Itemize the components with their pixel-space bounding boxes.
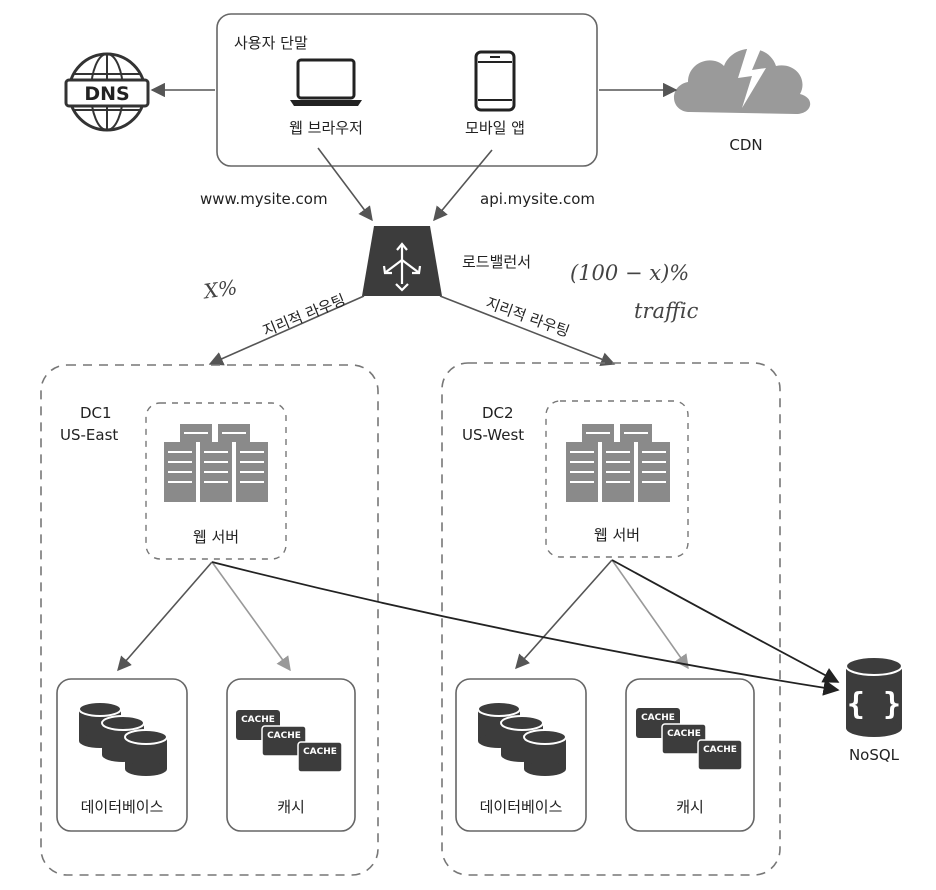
dc2-web-server-label: 웹 서버 [594,526,640,544]
dc1-web-server: 웹 서버 [145,402,287,560]
dc2-region: US-West [462,426,524,444]
geo-routing-left-label: 지리적 라우팅 [260,291,348,340]
right-traffic-word: traffic [634,299,699,323]
dc1-region: US-East [60,426,118,444]
dc2-database: 데이터베이스 [455,678,587,832]
dc2-cache-label: 캐시 [676,798,704,816]
mobile-app-label: 모바일 앱 [465,119,525,137]
web-domain: www.mysite.com [200,190,328,208]
dc2-database-label: 데이터베이스 [480,798,563,816]
nosql-database-icon: { } [845,656,903,737]
cache-icon: CACHE CACHE CACHE [636,708,743,771]
dc1-database-label: 데이터베이스 [81,798,164,816]
web-browser-label: 웹 브라우저 [289,119,363,137]
database-icon [78,701,168,776]
dc2-web-to-nosql-arrow [611,559,840,683]
dc2-cache: CACHE CACHE CACHE 캐시 [625,678,755,832]
dc2-name: DC2 [482,404,514,422]
mobile-phone-icon [474,50,516,112]
dc2-web-server: 웹 서버 [545,400,689,558]
cache-tag: CACHE [267,731,301,741]
api-to-lb-arrow [433,149,493,222]
server-rack-icon [164,424,268,502]
dc1-web-to-nosql-arrow [211,561,840,696]
cache-icon: CACHE CACHE CACHE [236,710,343,773]
cache-tag: CACHE [641,713,675,723]
api-domain: api.mysite.com [480,190,595,208]
dns-globe-icon: DNS [64,52,150,132]
load-balancer-icon [362,226,442,296]
cache-tag: CACHE [241,715,275,725]
left-traffic-percent: X% [200,275,238,304]
dc1-cache: CACHE CACHE CACHE 캐시 [226,678,356,832]
dc1-web-server-label: 웹 서버 [193,528,239,546]
dc1-database: 데이터베이스 [56,678,188,832]
nosql-label: NoSQL [849,746,900,764]
dc1-web-to-cache-arrow [211,561,291,672]
cdn-cloud-icon [673,46,811,115]
dns-label: DNS [84,83,129,105]
server-rack-icon [566,424,670,502]
dc2-container: DC2 US-West 웹 서버 [441,362,781,876]
database-icon [477,701,567,776]
client-title: 사용자 단말 [234,34,308,52]
dc1-web-to-db-arrow [117,561,213,672]
laptop-icon [290,58,362,106]
cache-tag: CACHE [667,729,701,739]
dc2-web-to-cache-arrow [611,559,689,670]
cache-tag: CACHE [703,745,737,755]
cache-tag: CACHE [303,747,337,757]
lb-to-dc2-arrow [439,295,616,366]
svg-text:{ }: { } [847,687,901,722]
right-traffic-percent: (100 − x)% [570,261,689,285]
client-box: 사용자 단말 웹 브라우저 모바일 앱 [216,13,598,167]
dc1-name: DC1 [80,404,112,422]
cdn-label: CDN [729,136,762,154]
dc1-cache-label: 캐시 [277,798,305,816]
geo-routing-right-label: 지리적 라우팅 [483,294,571,341]
dc2-web-to-db-arrow [515,559,613,670]
lb-to-dc1-arrow [208,295,365,366]
dc1-container: DC1 US-East 웹 서버 [40,364,379,876]
load-balancer-label: 로드밸런서 [462,253,531,271]
web-to-lb-arrow [317,147,373,222]
